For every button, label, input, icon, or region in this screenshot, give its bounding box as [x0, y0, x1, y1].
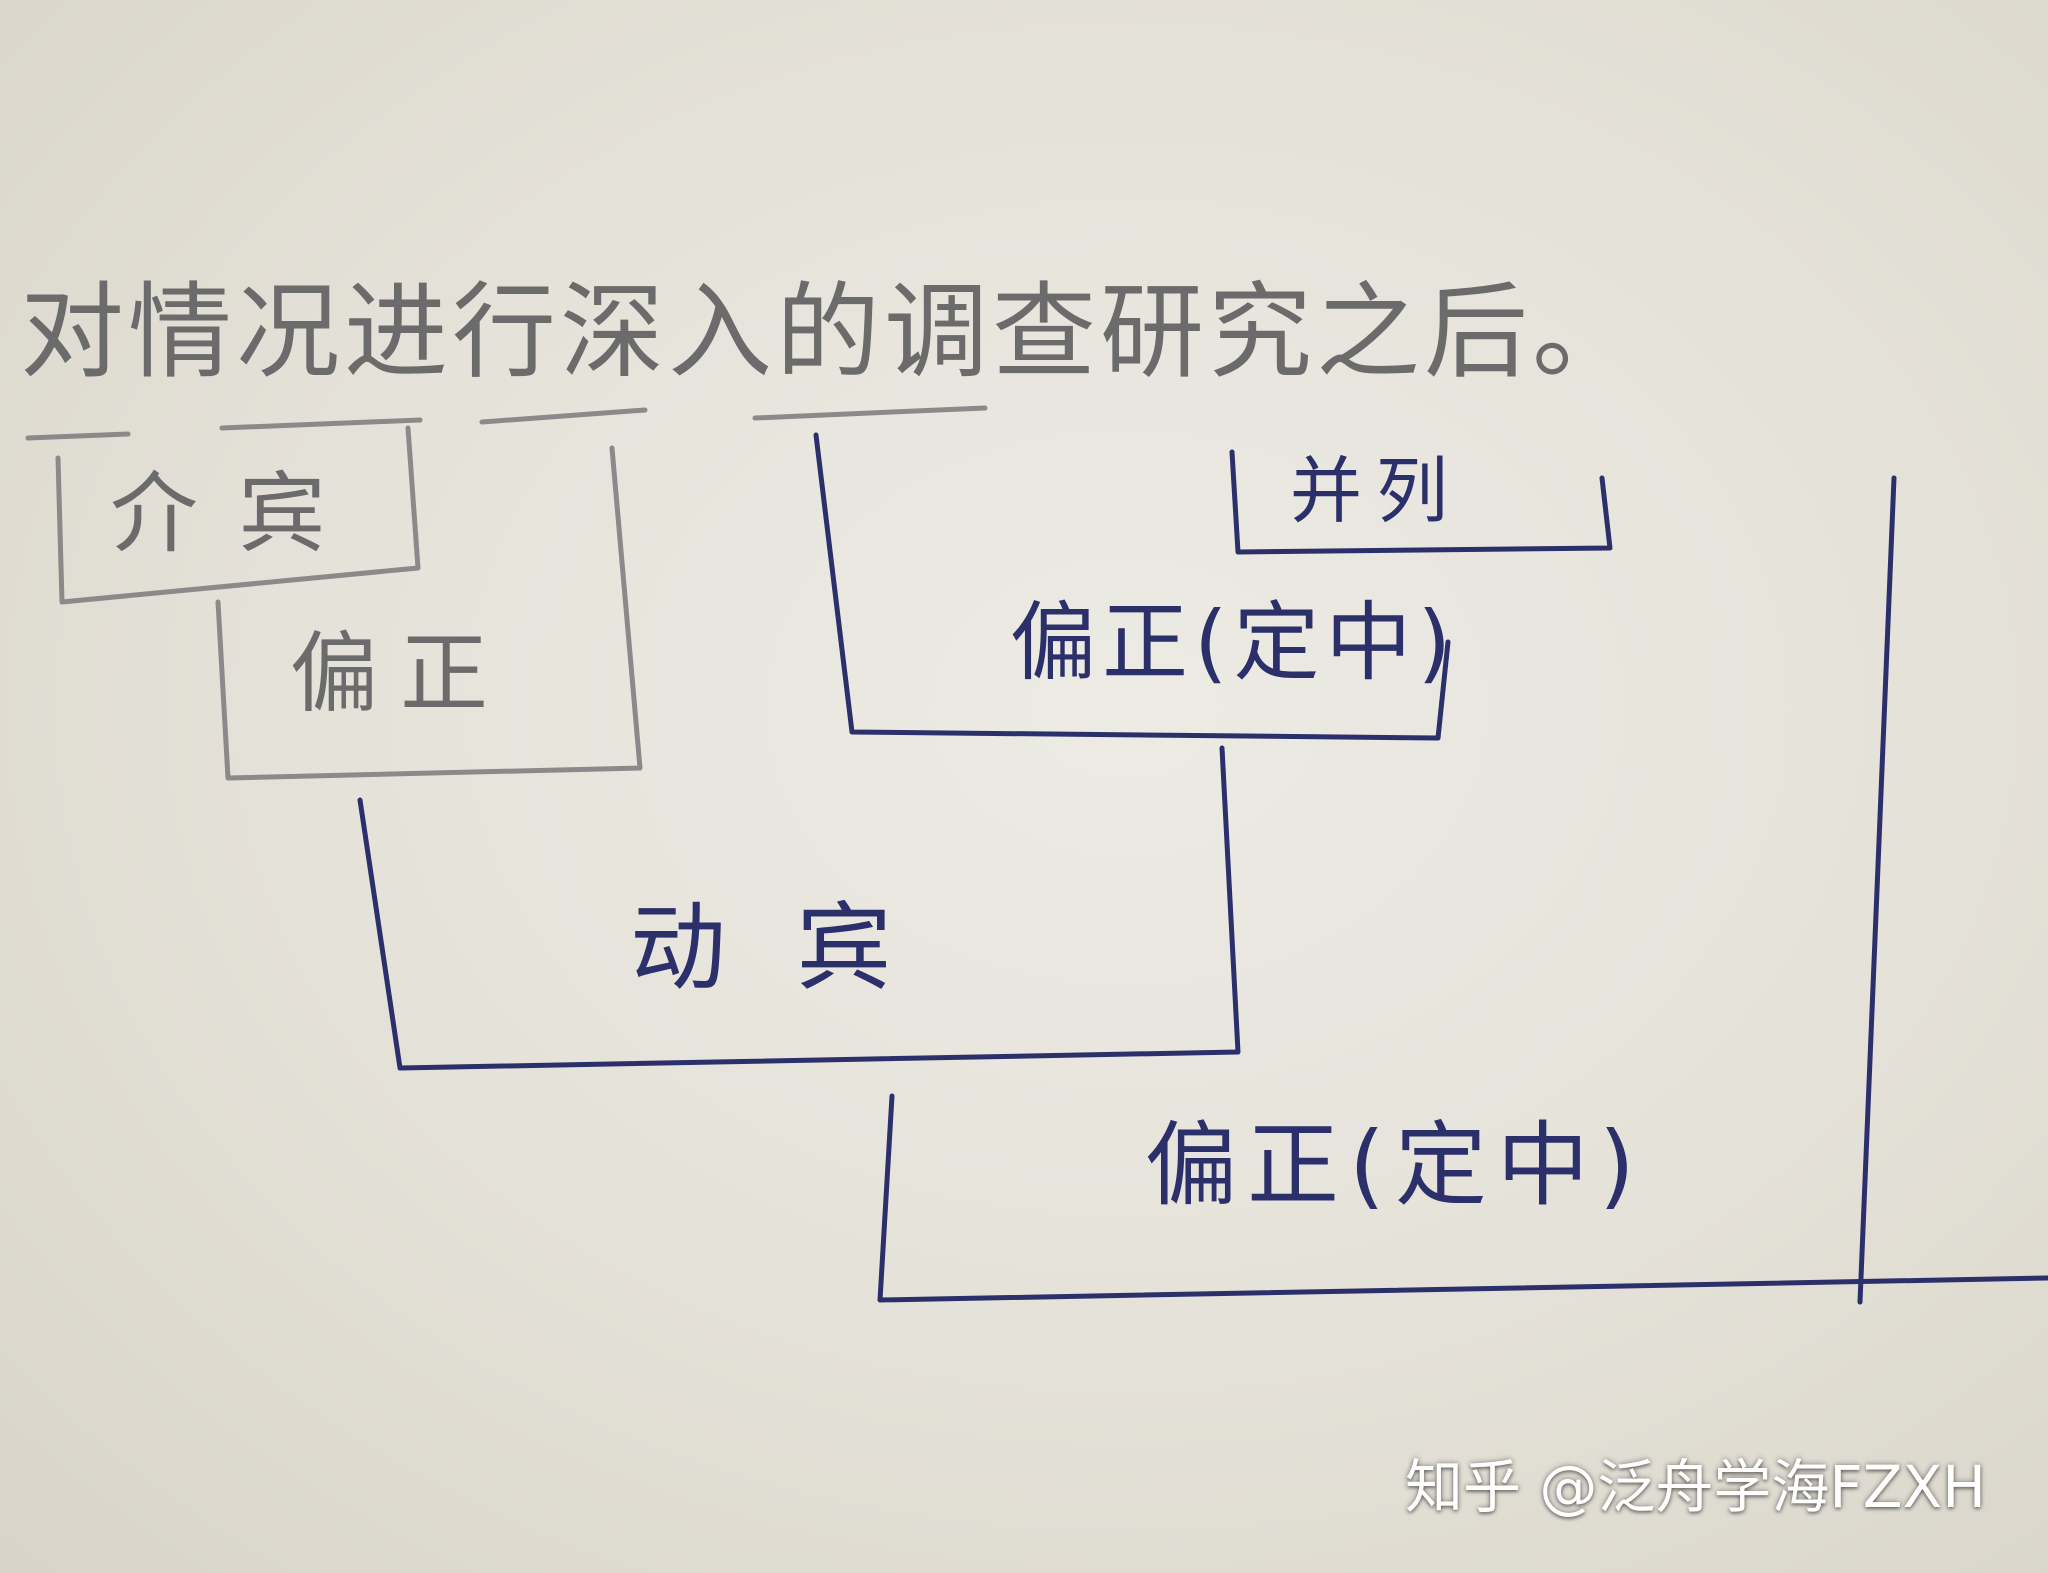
bracket-dongbin — [357, 745, 1241, 1071]
bracket-bingli — [1229, 449, 1613, 555]
bracket-pianzheng-1 — [215, 445, 643, 781]
bracket-pianzheng-2 — [813, 432, 1451, 741]
watermark: 知乎 @泛舟学海FZXH — [1405, 1453, 1986, 1521]
bracket-right-vertical — [1857, 475, 1897, 1305]
label-dongbin: 动宾 — [630, 892, 962, 1004]
underline-jinxing — [479, 407, 648, 425]
label-pianzheng-1: 偏正 — [290, 622, 511, 725]
label-jiebin: 介宾 — [110, 462, 367, 565]
underline-qingkuang — [219, 417, 423, 431]
label-bingli: 并列 — [1290, 449, 1463, 533]
underline-dui — [25, 431, 131, 441]
bracket-jiebin — [55, 425, 421, 605]
bracket-pianzheng-3 — [877, 1093, 2048, 1303]
sentence-text: 对情况进行深入的调查研究之后。 — [20, 271, 1641, 393]
underline-shenru — [752, 405, 988, 421]
label-pianzheng-dingzhong-1: 偏正(定中) — [1010, 593, 1458, 693]
label-pianzheng-dingzhong-2: 偏正(定中) — [1145, 1112, 1645, 1219]
